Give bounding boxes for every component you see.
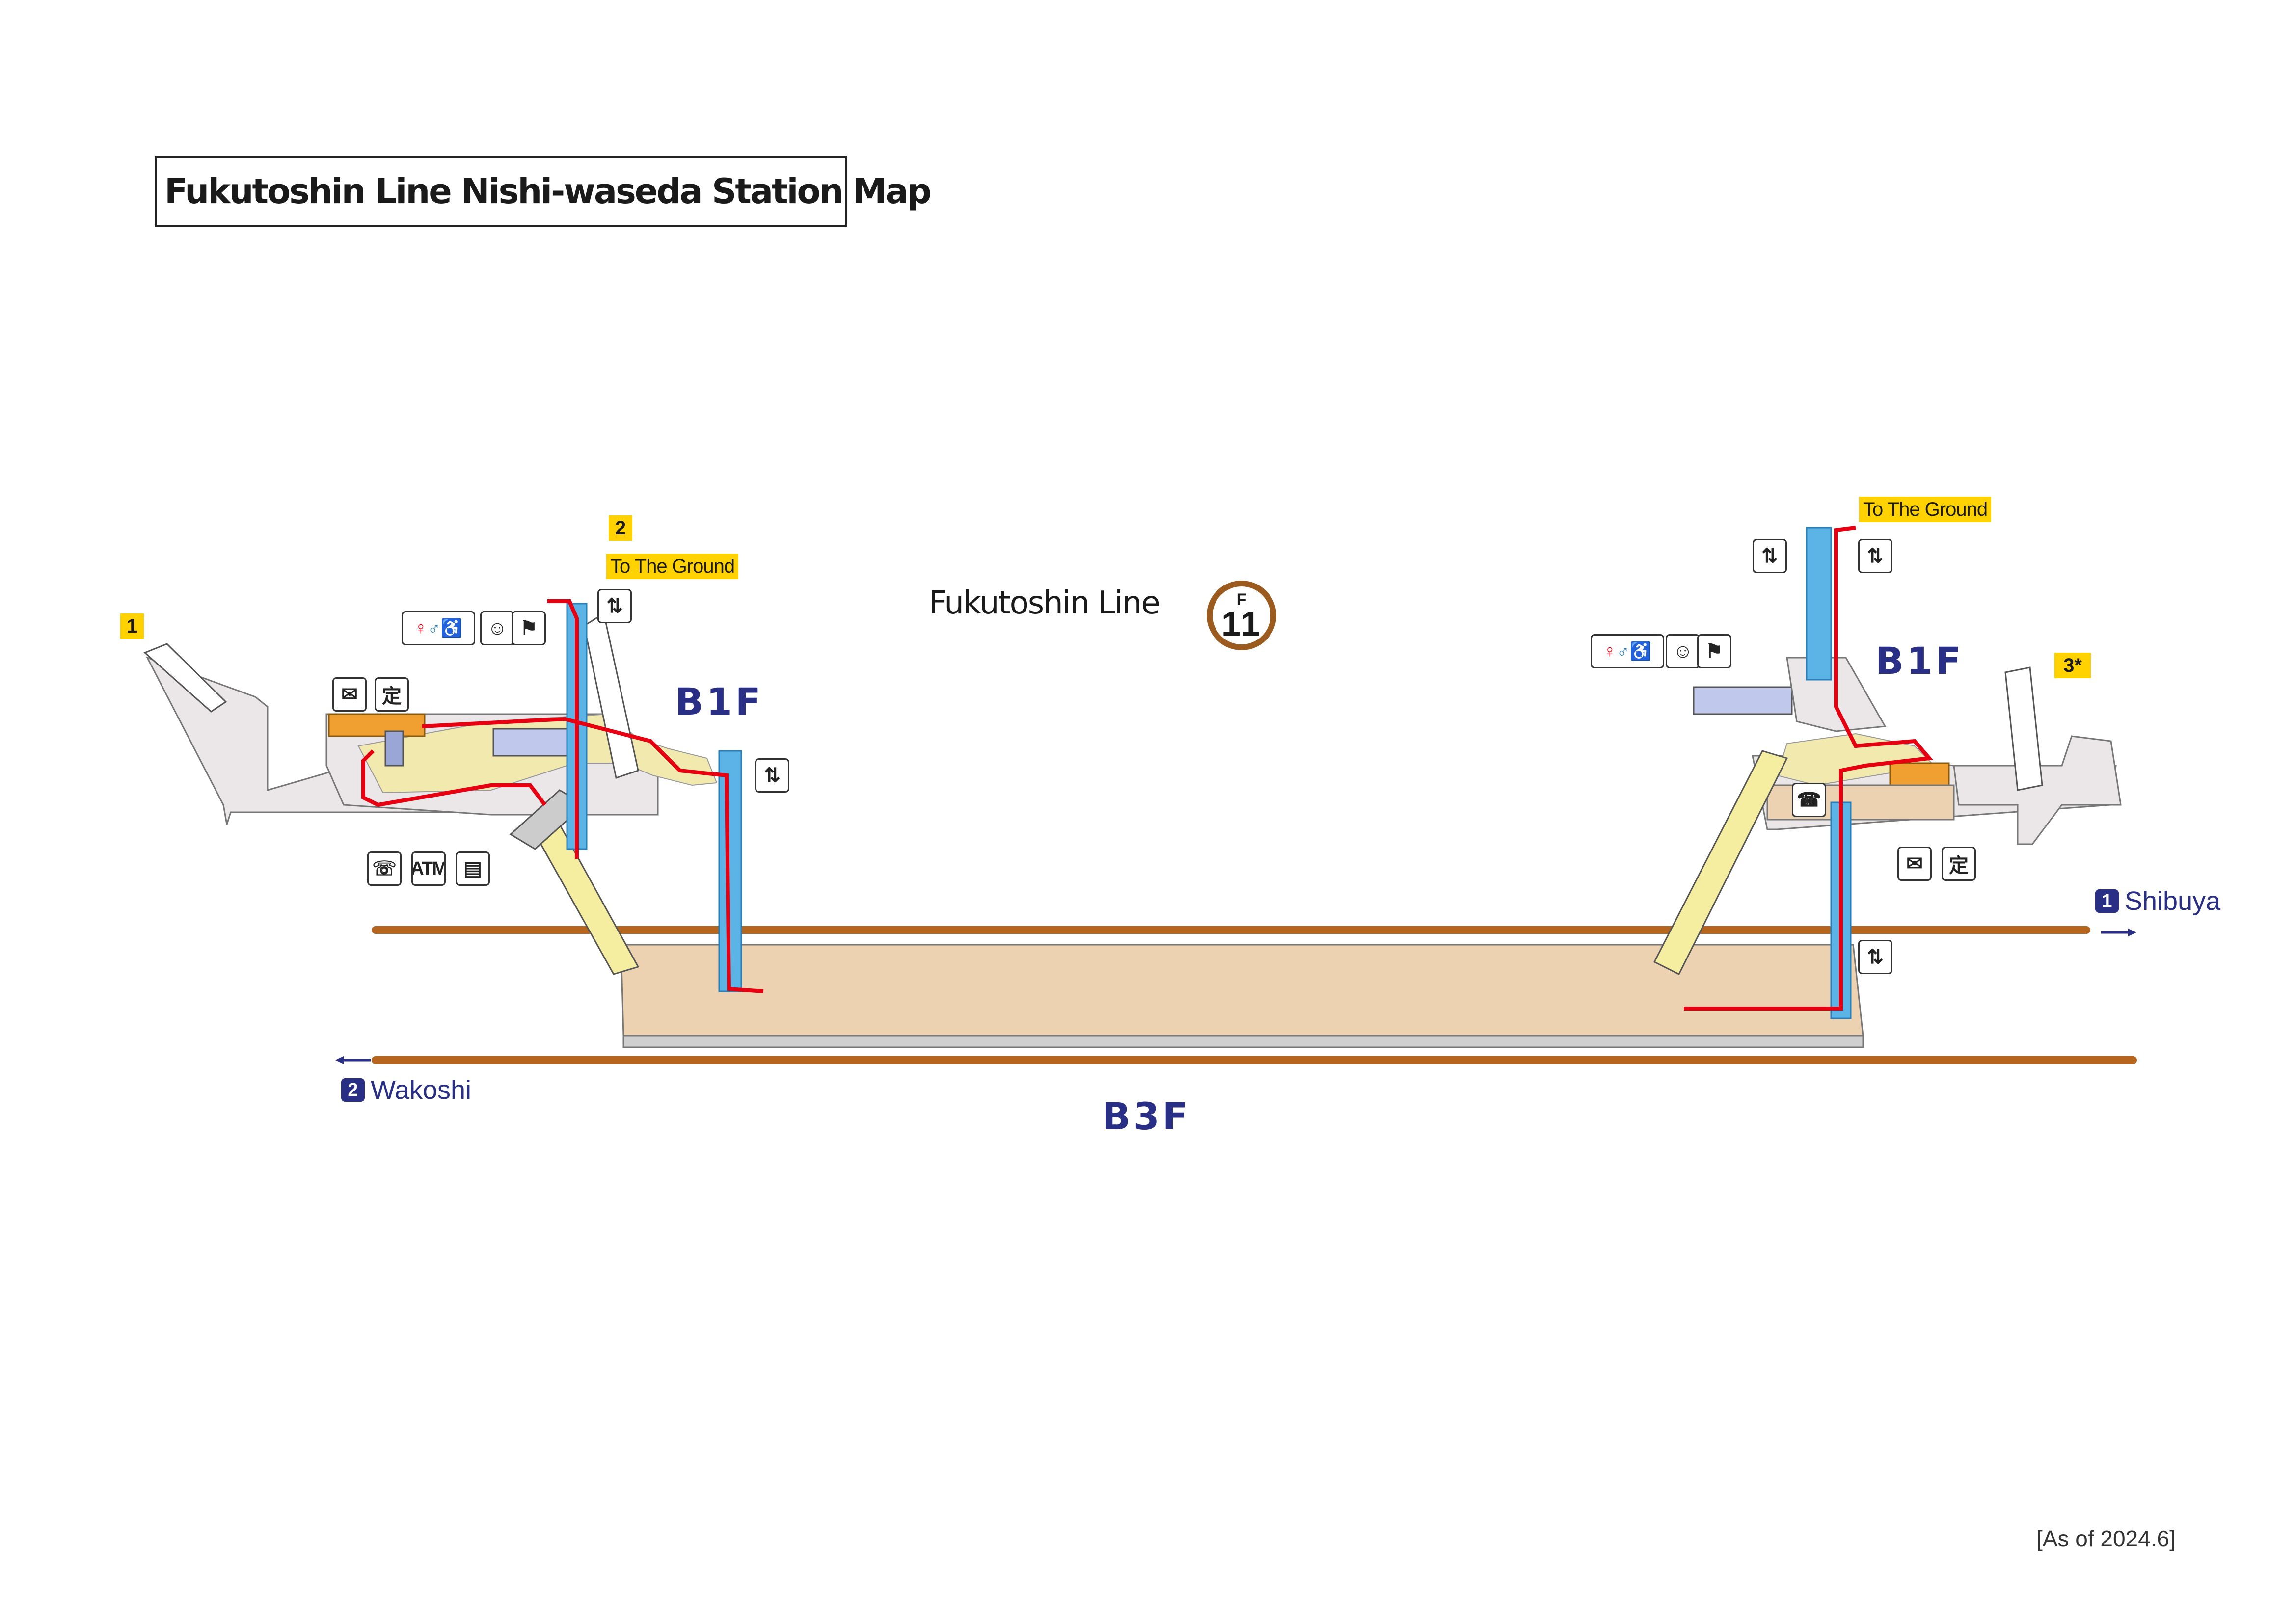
route-right-b1f	[1684, 526, 1933, 1011]
direction-shibuya-label: Shibuya	[2125, 886, 2221, 916]
station-number: 11	[1221, 605, 1262, 643]
line-name: Fukutoshin Line	[929, 585, 1161, 621]
left-upper-elevator-icon: ⇅	[597, 589, 632, 623]
left-exit1-stairs	[143, 643, 227, 713]
floor-label-b3f: B3F	[1102, 1094, 1191, 1138]
phone-icon: ☏	[367, 851, 402, 886]
direction-wakoshi: 2 Wakoshi	[341, 1075, 471, 1105]
right-stairs-b3f	[1653, 750, 1788, 976]
right-baby-room-icon: ☺	[1666, 634, 1700, 668]
multipurpose-room-icon: ⚑	[512, 611, 546, 645]
right-elevator-shaft	[1806, 527, 1832, 681]
exit-2-badge: 2	[609, 515, 632, 541]
left-escalator-exit2	[583, 612, 639, 779]
right-ticket-office	[1889, 762, 1950, 786]
exit-3-badge: 3*	[2054, 653, 2091, 678]
station-number-badge: F 11	[1207, 581, 1276, 650]
route-left-concourse	[361, 749, 547, 807]
right-upper-elevator-icon-1: ⇅	[1753, 539, 1787, 573]
right-exit3-stairs	[2004, 666, 2043, 791]
right-upper-elevator-icon-2: ⇅	[1858, 539, 1892, 573]
arrow-wakoshi-head	[335, 1056, 344, 1064]
atm-icon: ATM	[411, 851, 446, 886]
coin-locker-icon: ▤	[456, 851, 490, 886]
page-title: Fukutoshin Line Nishi-waseda Station Map	[155, 156, 932, 227]
to-ground-right: To The Ground	[1859, 497, 1992, 522]
route-left-b1f	[547, 599, 579, 859]
restroom-icon: ♀♂♿	[402, 611, 475, 645]
ticket-vending-icon: ✉	[332, 677, 367, 712]
right-restroom-icon: ♀♂♿	[1591, 634, 1664, 668]
right-multipurpose-room-icon: ⚑	[1697, 634, 1731, 668]
arrow-shibuya-head	[2128, 929, 2136, 936]
as-of-date: [As of 2024.6]	[2036, 1526, 2176, 1551]
route-left-top	[422, 717, 764, 993]
b3f-platform-edge	[622, 1035, 1864, 1048]
right-exit3-passage	[1953, 735, 2122, 845]
left-gate	[384, 730, 404, 767]
floor-label-b1f-right: B1F	[1875, 639, 1964, 683]
direction-wakoshi-number: 2	[341, 1078, 365, 1102]
direction-shibuya-number: 1	[2095, 889, 2119, 913]
line-code: F	[1236, 590, 1247, 609]
baby-room-icon: ☺	[480, 611, 514, 645]
direction-wakoshi-label: Wakoshi	[371, 1075, 472, 1105]
right-b3f-elevator-icon: ⇅	[1858, 940, 1892, 974]
left-escalator-block	[492, 728, 573, 757]
left-b3f-elevator-icon: ⇅	[755, 758, 789, 793]
right-escalator-block	[1693, 686, 1793, 715]
to-ground-left: To The Ground	[606, 554, 739, 579]
direction-shibuya: 1 Shibuya	[2095, 886, 2220, 916]
commuter-pass-icon: 定	[375, 677, 409, 712]
floor-label-b1f-left: B1F	[675, 680, 764, 723]
right-commuter-pass-icon: 定	[1942, 847, 1976, 881]
left-ticket-office	[328, 713, 426, 737]
right-station-office-icon: ☎	[1792, 783, 1826, 817]
right-ticket-vending-icon: ✉	[1897, 847, 1932, 881]
exit-1-badge: 1	[120, 613, 144, 639]
